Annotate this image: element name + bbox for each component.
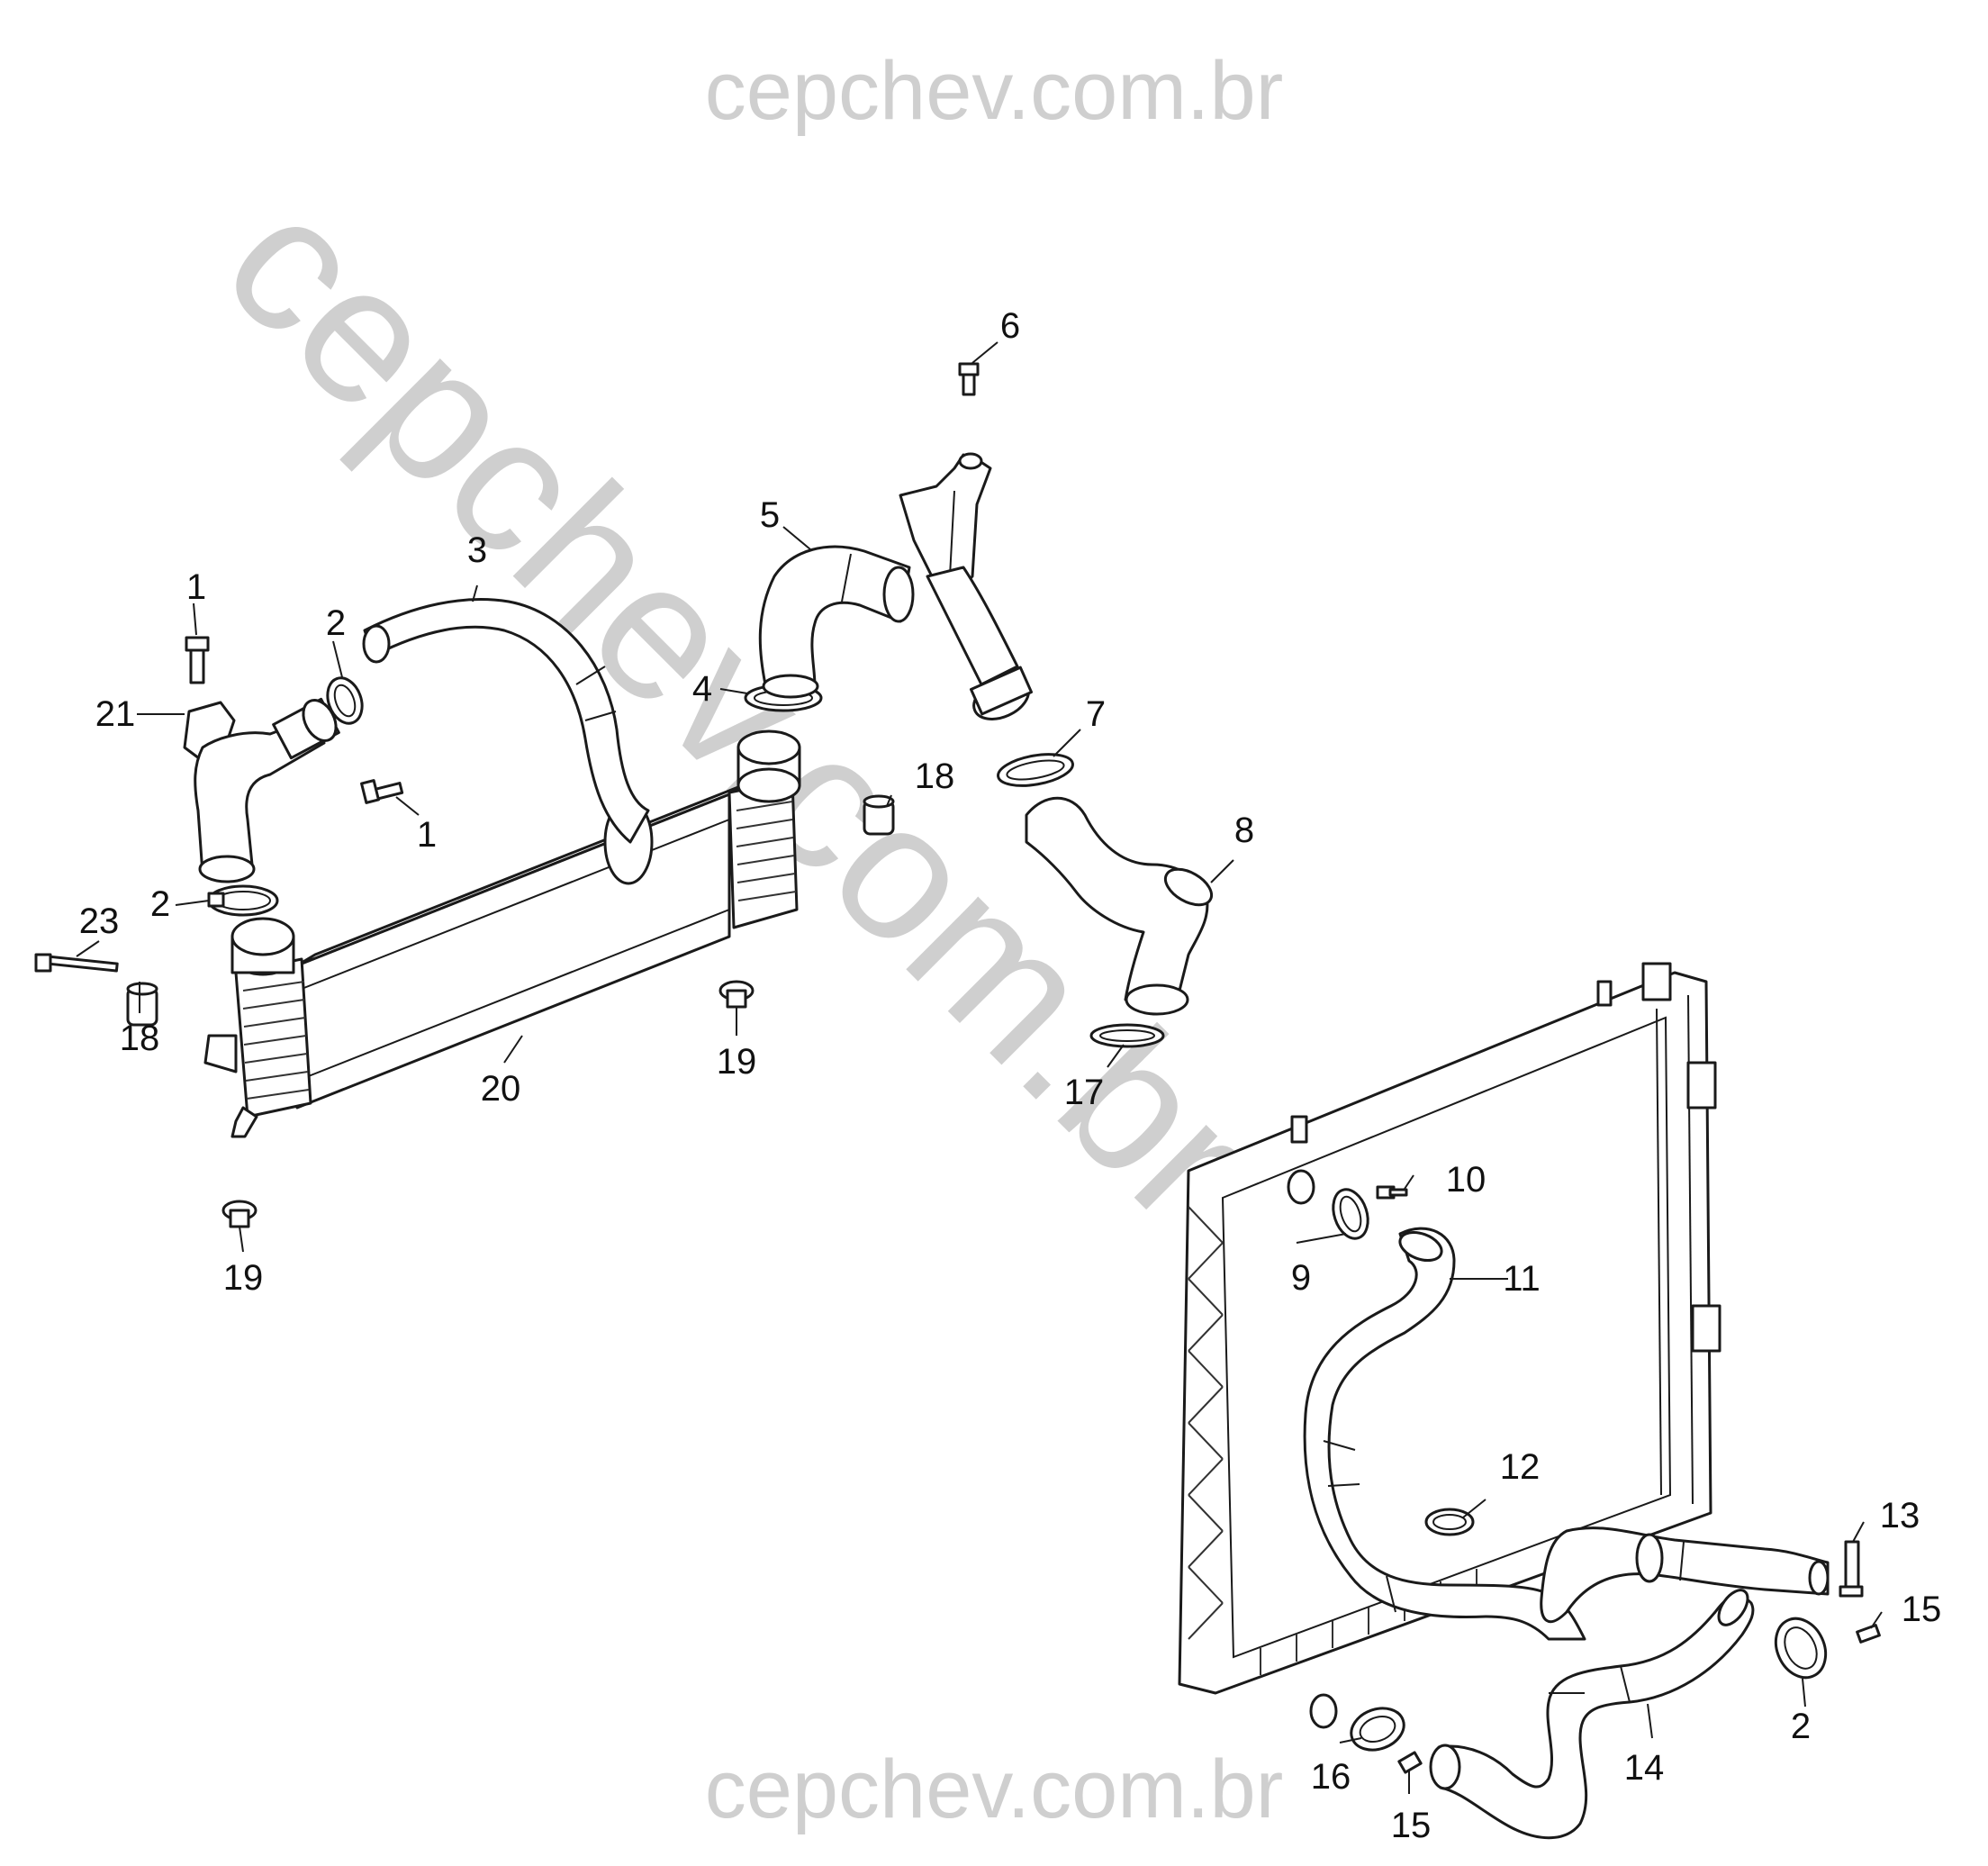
callout-19-center: 19 [717, 1042, 757, 1082]
clamp-17 [1089, 1023, 1165, 1048]
callout-8: 8 [1234, 811, 1254, 850]
leader-lines [76, 341, 1883, 1794]
hose-14 [1429, 1589, 1755, 1840]
callout-3: 3 [467, 530, 487, 570]
grommet-19-center [718, 980, 755, 1009]
callout-labels: 1 1 2 2 2 3 4 5 6 7 8 9 10 11 12 13 14 1… [79, 306, 1942, 1845]
callout-9: 9 [1291, 1258, 1311, 1298]
grommet-18-left [126, 982, 158, 1027]
clamp-2-lower [207, 884, 279, 917]
callout-5: 5 [760, 495, 780, 535]
hose-8 [1025, 796, 1214, 1016]
callout-11: 11 [1503, 1259, 1541, 1299]
clamp-9 [1332, 1188, 1369, 1240]
callout-4: 4 [692, 669, 712, 709]
callout-1-upper: 1 [186, 567, 206, 607]
bolt-1-lower [360, 779, 404, 804]
radiator [1178, 962, 1721, 1729]
hose-13 [1540, 1526, 1830, 1624]
callout-13: 13 [1880, 1496, 1920, 1535]
grommet-19-bottom [221, 1200, 258, 1228]
bolt-23 [34, 953, 119, 973]
callout-21: 21 [95, 694, 136, 734]
hose-3 [362, 598, 650, 844]
screw-15-right [1856, 1624, 1881, 1644]
callout-7: 7 [1086, 694, 1106, 734]
air-pipe-bracket [899, 452, 1034, 720]
callout-20: 20 [481, 1069, 521, 1109]
callout-12: 12 [1500, 1447, 1541, 1487]
callout-17: 17 [1064, 1073, 1105, 1112]
callout-6: 6 [1000, 306, 1020, 346]
callout-1-lower: 1 [417, 815, 437, 855]
watermark-top: cepchev.com.br [705, 45, 1284, 137]
bolt-6 [958, 362, 980, 396]
bolt-1-upper [185, 636, 210, 684]
grommet-18-right [863, 794, 895, 836]
callout-10: 10 [1446, 1160, 1486, 1200]
clamp-13 [1839, 1540, 1864, 1598]
callout-2-upper: 2 [326, 603, 346, 643]
callout-23: 23 [79, 901, 120, 941]
callout-18-left: 18 [120, 1019, 160, 1058]
callout-18-right: 18 [915, 756, 955, 796]
clamp-16 [1350, 1707, 1405, 1752]
callout-2-right: 2 [1791, 1707, 1811, 1746]
screw-15-bottom [1397, 1751, 1423, 1774]
callout-15-bottom: 15 [1391, 1806, 1432, 1845]
clamp-7 [997, 753, 1074, 787]
hose-5 [758, 545, 915, 699]
screw-10 [1376, 1185, 1408, 1200]
callout-2-lower: 2 [150, 884, 170, 924]
clamp-2-upper [326, 676, 364, 725]
clamp-12 [1424, 1508, 1475, 1536]
watermark-bottom: cepchev.com.br [705, 1744, 1284, 1835]
clamp-2-right [1774, 1617, 1828, 1680]
callout-16: 16 [1311, 1757, 1351, 1797]
callout-15-right: 15 [1902, 1590, 1942, 1629]
callout-14: 14 [1624, 1748, 1665, 1788]
air-outlet-21 [183, 697, 340, 883]
callout-19-bottom: 19 [223, 1258, 264, 1298]
